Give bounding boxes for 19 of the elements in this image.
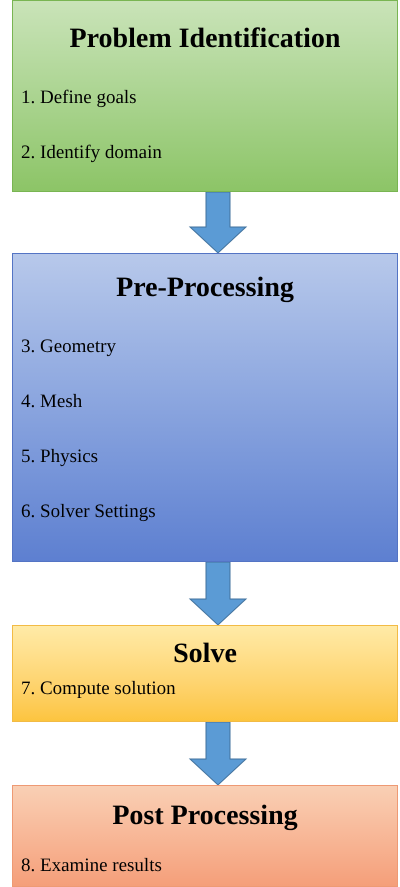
process-box	[12, 253, 398, 562]
box-heading: Pre-Processing	[115, 271, 295, 305]
box-heading: Problem Identification	[68, 22, 342, 56]
box-heading: Solve	[172, 637, 238, 671]
step-text: 5. Physics	[20, 445, 98, 470]
step-text: 7. Compute solution	[20, 676, 176, 701]
process-box	[12, 625, 398, 722]
step-text: 2. Identify domain	[20, 141, 162, 166]
process-box	[12, 785, 398, 887]
box-heading: Post Processing	[111, 799, 299, 833]
step-text: 6. Solver Settings	[20, 500, 156, 524]
step-text: 1. Define goals	[20, 86, 137, 110]
block-arrow	[188, 562, 248, 626]
step-text: 3. Geometry	[20, 335, 116, 360]
block-arrow	[188, 192, 248, 254]
block-arrow	[188, 722, 248, 786]
step-text: 8. Examine results	[20, 854, 162, 878]
step-text: 4. Mesh	[20, 390, 82, 414]
process-box	[12, 0, 398, 192]
